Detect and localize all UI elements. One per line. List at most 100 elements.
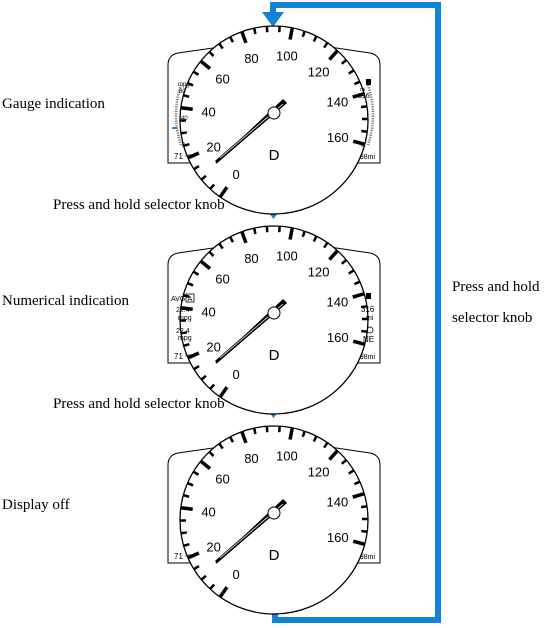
minor-tick [361,329,368,334]
tick-label-100: 100 [276,48,298,63]
fuel-pump-icon [366,79,371,85]
current-value: 22.4 [176,328,190,335]
avg-unit: mpg [178,315,192,322]
needle-hub [267,106,281,120]
gear-indicator: D [269,347,280,364]
minor-tick [193,364,200,371]
avg-value: 22.4 [176,307,190,314]
gear-indicator: D [269,547,280,564]
minor-tick [208,450,215,457]
minor-tick [312,435,318,443]
minor-tick [323,41,329,49]
minor-tick [323,441,329,449]
minor-tick [183,342,190,348]
major-tick [240,231,248,244]
minor-tick [193,164,200,171]
tick-label-0: 0 [233,367,240,382]
loop-line [270,2,441,623]
minor-tick [187,281,194,287]
minor-tick [301,430,306,438]
dial-circle [179,225,369,415]
minor-tick [312,35,318,43]
major-tick [199,459,212,471]
tick-label-140: 140 [327,495,349,510]
avg-badge-box [185,293,195,303]
minor-tick [187,481,194,487]
tick-label-160: 160 [327,530,349,545]
label-step-1: Press and hold selector knob [53,197,225,213]
tick-label-120: 120 [308,264,330,279]
outside-temp: 71 [174,152,183,161]
fuel-bottom: 0 [361,143,365,149]
minor-tick [218,242,224,250]
temp-unit: °F [185,555,191,561]
major-tick [288,227,295,240]
range-unit: mi [366,315,374,322]
tick-label-80: 80 [244,51,258,66]
major-tick [352,139,366,147]
minor-tick [252,27,257,35]
minor-tick [209,583,216,590]
tick-label-60: 60 [215,472,229,487]
minor-tick [353,280,361,286]
fuel-unit: mi [360,87,365,93]
avg-badge: A [188,296,193,303]
tick-label-120: 120 [308,464,330,479]
avg-label: AVG [171,296,185,303]
minor-tick [187,81,194,87]
minor-tick [301,30,306,38]
minor-tick [340,59,348,65]
major-tick [240,31,248,44]
tick-label-40: 40 [201,504,215,519]
minor-tick [200,574,207,581]
minor-tick [200,174,207,181]
major-tick [352,492,365,499]
tick-label-80: 80 [244,251,258,266]
mpg-top: 80 [179,89,186,95]
flow-loop [262,2,441,623]
outside-temp: 71 [174,552,183,561]
tick-label-60: 60 [215,272,229,287]
tick-label-40: 40 [201,104,215,119]
range-value: 316 [361,305,375,314]
range-readout: 98mi [360,554,376,561]
major-tick [199,59,212,71]
major-tick [180,505,193,512]
minor-tick [180,131,188,135]
minor-tick [208,250,215,257]
major-tick [328,49,339,61]
minor-tick [193,564,200,571]
range-readout: 98mi [360,354,376,361]
major-tick [218,586,229,599]
dial-circle [179,425,369,615]
minor-tick [353,480,361,486]
needle-hub [267,306,281,320]
minor-tick [218,442,224,450]
minor-tick [340,459,348,465]
tick-label-160: 160 [327,130,349,145]
major-tick [218,386,229,399]
minor-tick [200,374,207,381]
minor-tick [183,93,190,98]
dial-circle [179,25,369,215]
tick-label-0: 0 [233,567,240,582]
mpg-bottom: 0 [182,143,186,149]
gear-indicator: D [269,147,280,164]
tick-label-100: 100 [276,448,298,463]
major-tick [288,427,295,440]
minor-tick [192,470,200,476]
current-unit: mpg [178,335,192,342]
range-readout: 98mi [360,154,376,161]
major-tick [352,292,365,299]
major-tick [180,305,193,312]
minor-tick [218,42,224,50]
minor-tick [348,269,355,275]
fuel-pump-icon [366,293,371,299]
major-tick [352,539,366,547]
tick-label-160: 160 [327,330,349,345]
minor-tick [183,142,190,148]
label-loop-line2: selector knob [452,310,533,326]
minor-tick [348,69,355,75]
minor-tick [348,469,355,475]
